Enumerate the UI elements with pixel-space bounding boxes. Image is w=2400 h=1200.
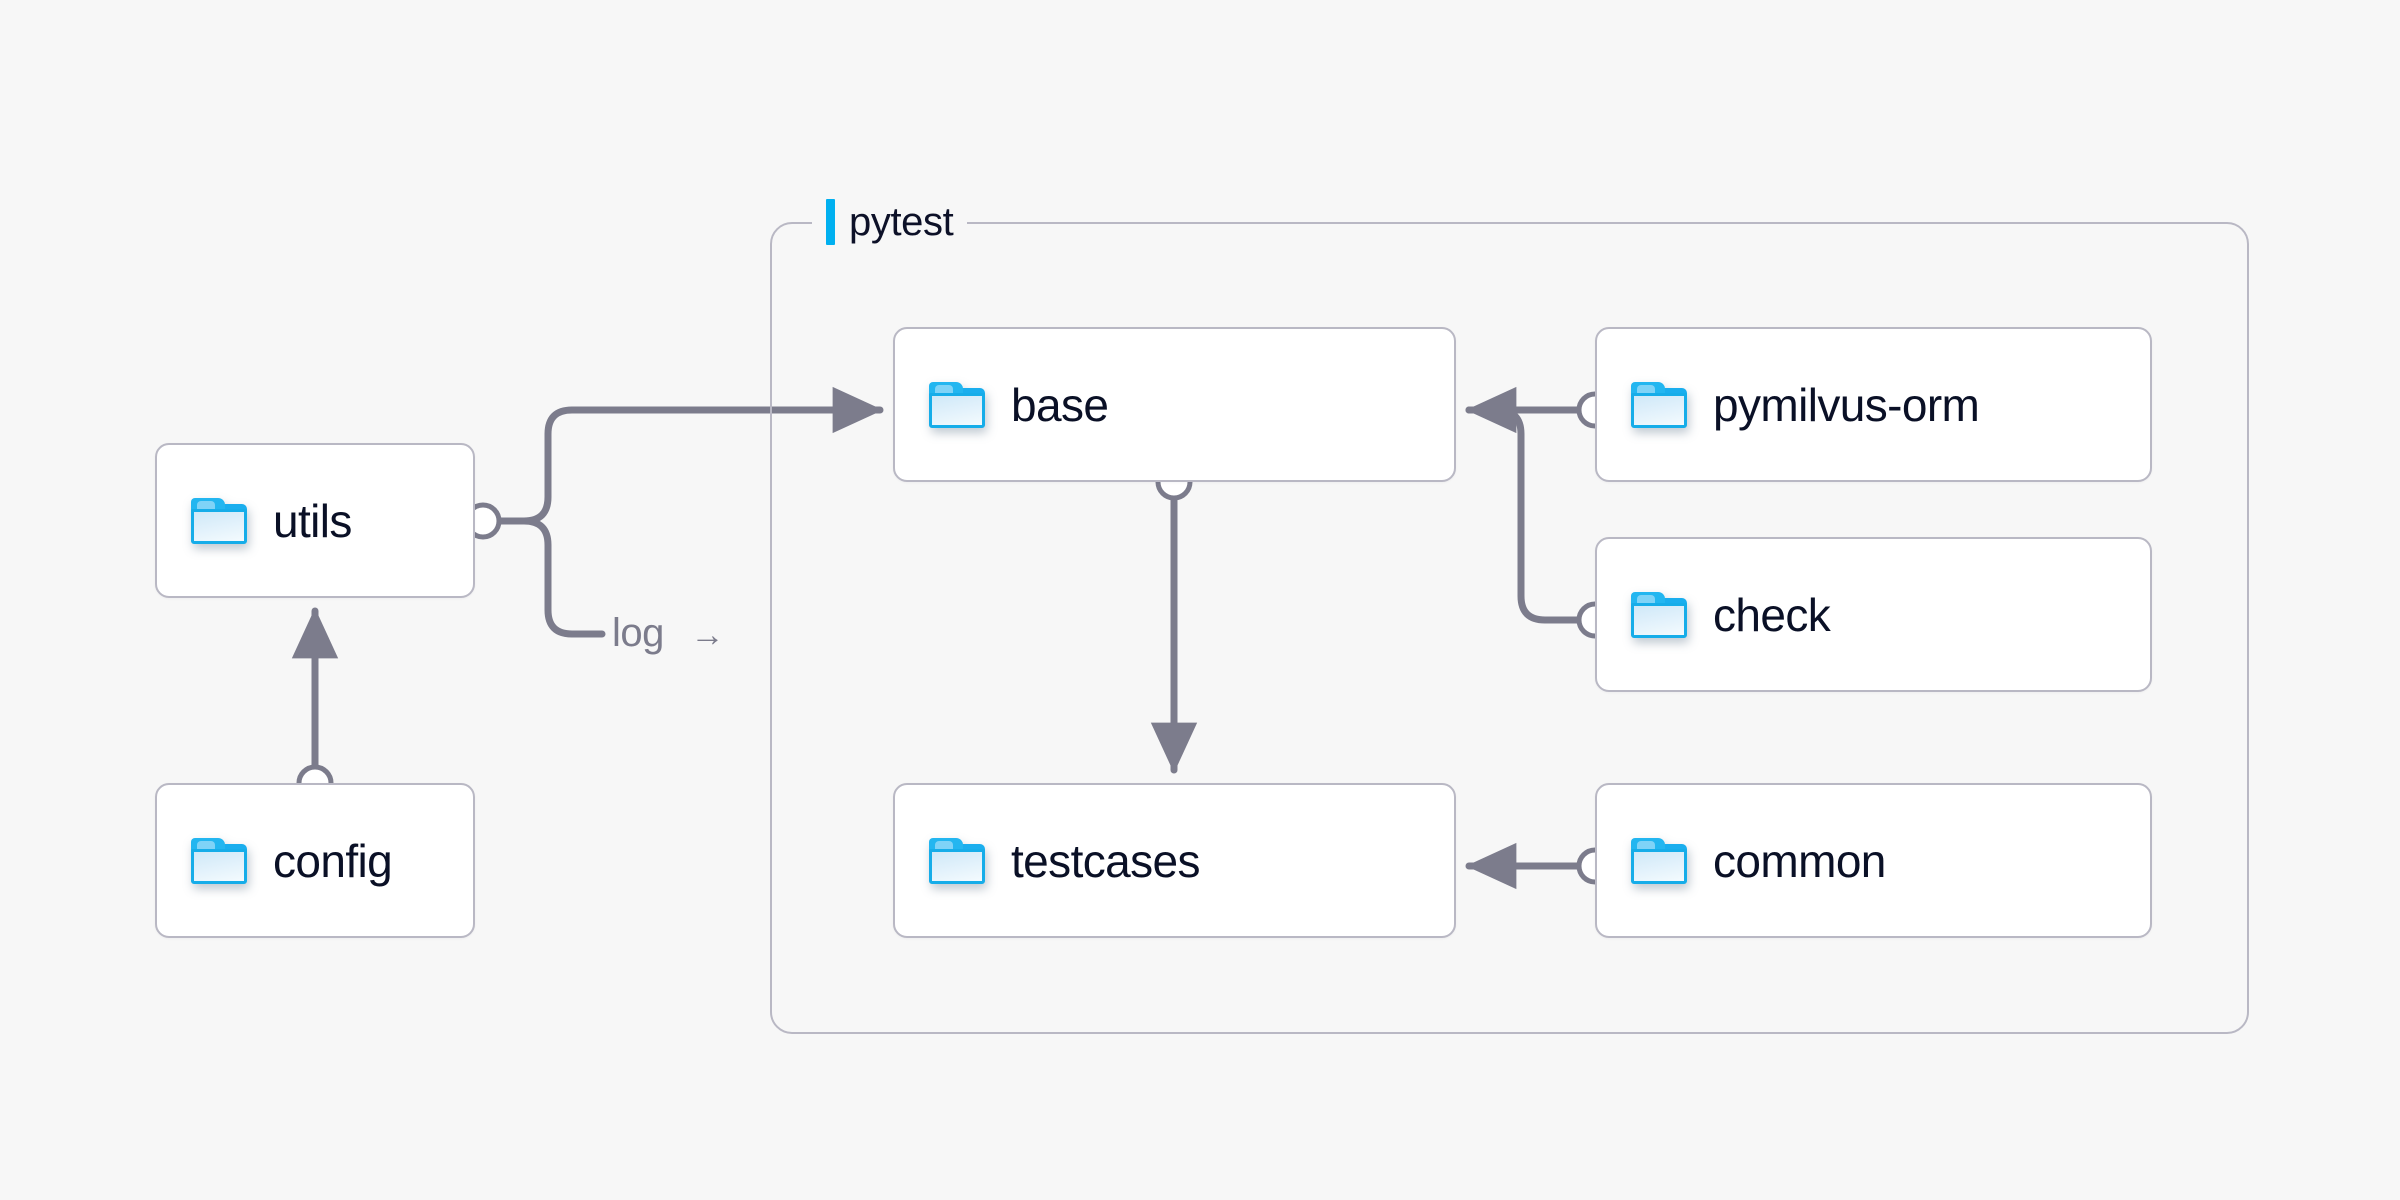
node-check-label: check [1713,588,1831,641]
folder-icon [1631,591,1687,638]
edge-utils-log [492,517,606,638]
folder-icon [929,837,985,884]
node-utils-label: utils [273,494,352,547]
node-check[interactable]: check [1595,537,2152,692]
edge-label-log: log → [612,611,725,655]
edge-check-base [1465,406,1586,624]
node-testcases[interactable]: testcases [893,783,1456,938]
folder-icon [929,381,985,428]
node-config-label: config [273,834,393,887]
node-config[interactable]: config [155,783,475,938]
node-utils[interactable]: utils [155,443,475,598]
folder-icon [1631,381,1687,428]
group-pytest[interactable] [770,222,2249,1034]
node-base[interactable]: base [893,327,1456,482]
node-base-label: base [1011,378,1109,431]
folder-icon [1631,837,1687,884]
group-pytest-title: pytest [849,199,954,244]
node-common[interactable]: common [1595,783,2152,938]
group-pytest-label: pytest [812,197,968,247]
arrow-right-icon: → [690,616,725,654]
folder-icon [191,497,247,544]
node-pymilvus-orm[interactable]: pymilvus-orm [1595,327,2152,482]
node-common-label: common [1713,834,1886,887]
node-testcases-label: testcases [1011,834,1201,887]
folder-icon [191,837,247,884]
node-pymilvus-orm-label: pymilvus-orm [1713,378,1980,431]
edge-label-log-text: log [612,611,664,655]
group-accent-bar [826,199,835,245]
